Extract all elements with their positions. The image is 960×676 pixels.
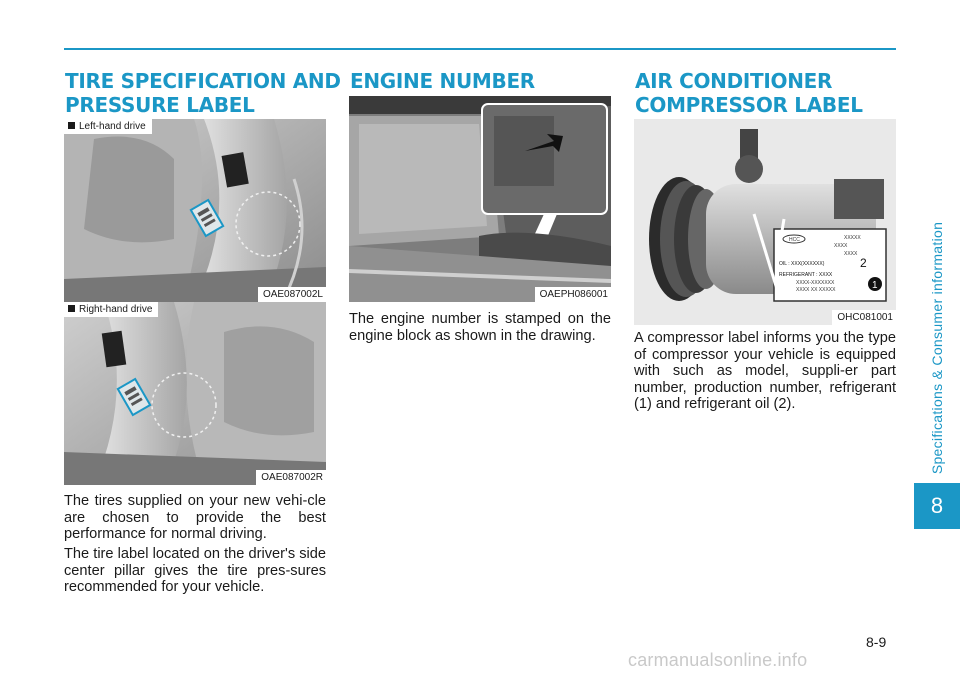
header-rule <box>64 48 896 50</box>
engine-figure-code: OAEPH086001 <box>534 287 611 302</box>
compressor-figure: HCC XXXXX XXXX XXXX OIL : XXX(XXXXXX) RE… <box>634 119 896 325</box>
figure-code-lhd: OAE087002L <box>257 287 326 302</box>
label-brand: HCC <box>789 237 800 243</box>
compressor-figure-code: OHC081001 <box>832 310 896 325</box>
tire-figure-lhd: Left-hand drive OAE087002L <box>64 119 326 302</box>
watermark: carmanualsonline.info <box>628 650 808 670</box>
engine-figure: OAEPH086001 <box>349 96 611 302</box>
figure-caption-rhd: Right-hand drive <box>64 302 159 317</box>
tire-paragraph-1: The tires supplied on your new vehi-cle … <box>64 493 326 542</box>
tire-paragraph-2: The tire label located on the driver's s… <box>64 546 326 595</box>
label-line-6: XXXX XX XXXXX <box>796 287 836 293</box>
label-line-0: XXXXX <box>844 235 861 241</box>
label-line-2: XXXX <box>844 251 858 257</box>
engine-bay-illustration <box>349 96 611 302</box>
label-line-4: REFRIGERANT : XXXX <box>779 272 833 278</box>
door-pillar-rhd-illustration <box>64 302 326 485</box>
section-label: Specifications & Consumer information <box>929 221 945 475</box>
page-number: 8-9 <box>866 634 887 650</box>
ac-heading-line1: AIR CONDITIONER <box>635 69 833 93</box>
ac-paragraph: A compressor label informs you the type … <box>634 330 896 412</box>
label-line-5: XXXX-XXXXXXX <box>796 280 835 286</box>
door-pillar-lhd-illustration <box>64 119 326 302</box>
callout-1-marker <box>868 277 882 291</box>
tire-heading-line2: PRESSURE LABEL <box>65 93 255 117</box>
label-line-1: XXXX <box>834 243 848 249</box>
compressor-illustration: HCC XXXXX XXXX XXXX OIL : XXX(XXXXXX) RE… <box>634 119 896 325</box>
figure-code-rhd: OAE087002R <box>256 470 326 485</box>
figure-caption-lhd: Left-hand drive <box>64 119 152 134</box>
tire-label-heading: TIRE SPECIFICATION AND PRESSURE LABEL <box>65 69 341 117</box>
tire-figure-rhd: Right-hand drive OAE087002R <box>64 302 326 485</box>
label-line-3: OIL : XXX(XXXXXX) <box>779 261 825 267</box>
chapter-number-badge: 8 <box>914 483 960 529</box>
bullet-square-icon <box>68 305 75 312</box>
bullet-square-icon <box>68 122 75 129</box>
engine-number-heading: ENGINE NUMBER <box>350 69 535 93</box>
ac-compressor-heading: AIR CONDITIONER COMPRESSOR LABEL <box>635 69 863 117</box>
callout-2: 2 <box>860 256 867 270</box>
engine-paragraph: The engine number is stamped on the engi… <box>349 311 611 344</box>
tire-heading-line1: TIRE SPECIFICATION AND <box>65 69 341 93</box>
ac-heading-line2: COMPRESSOR LABEL <box>635 93 863 117</box>
callout-1: 1 <box>872 280 878 291</box>
